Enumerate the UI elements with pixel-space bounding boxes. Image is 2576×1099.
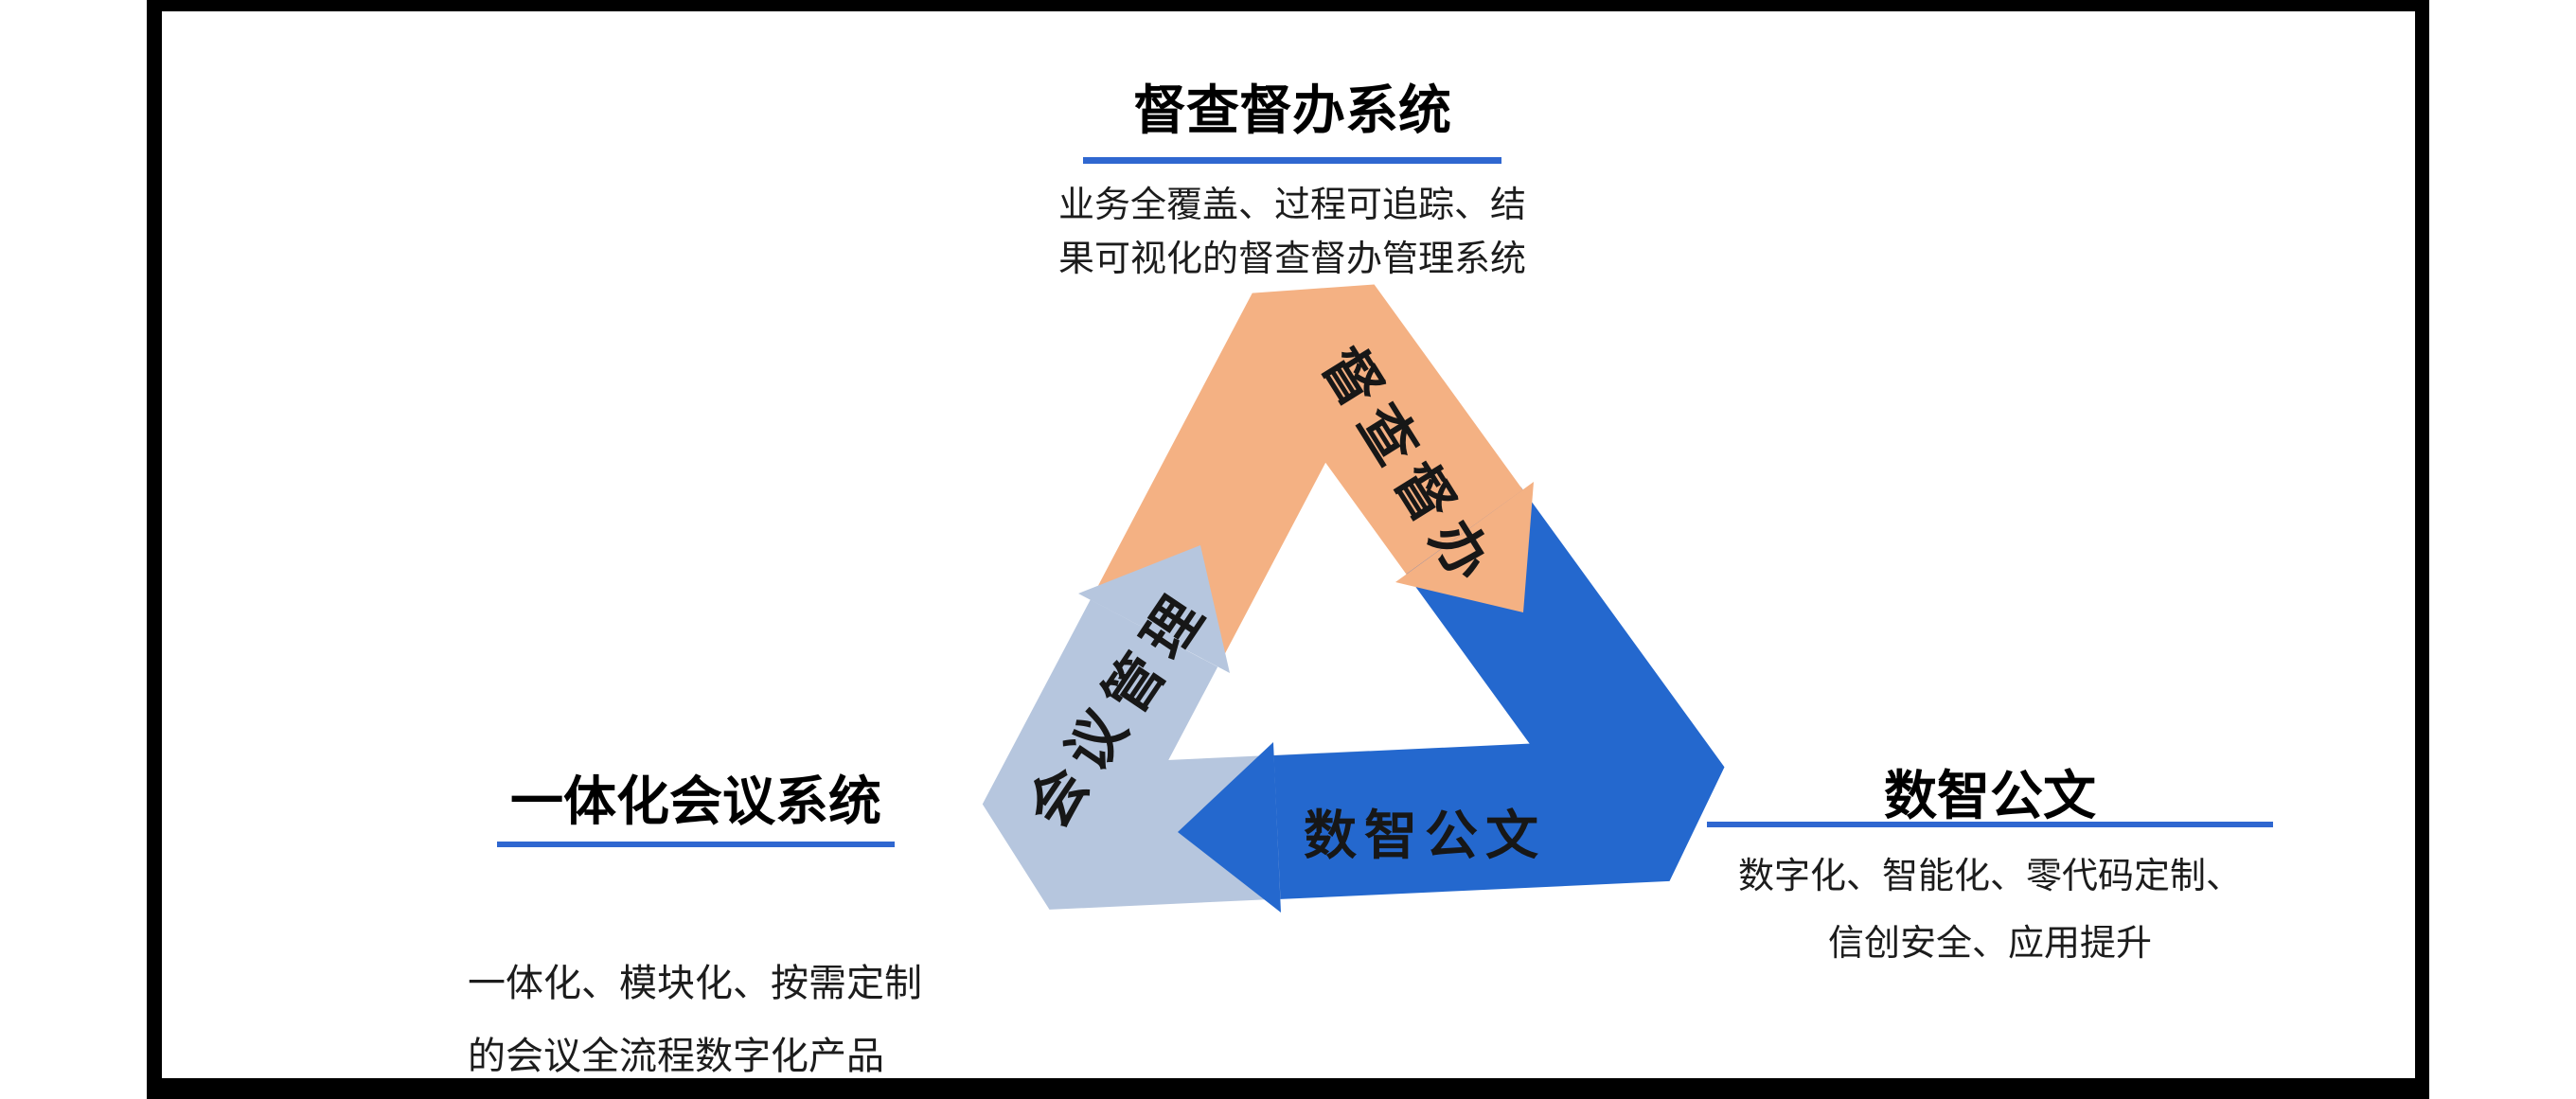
description-line: 业务全覆盖、过程可追踪、结 <box>1057 186 1526 225</box>
left-system-divider <box>497 842 895 847</box>
document-arrow-label: 数智公文 <box>1304 807 1546 866</box>
description-line: 数字化、智能化、零代码定制、 <box>1737 857 2242 896</box>
description-line: 的会议全流程数字化产品 <box>468 1035 884 1077</box>
top-system-description: 业务全覆盖、过程可追踪、结 果可视化的督查督办管理系统 <box>1018 179 1567 287</box>
right-system-title: 数智公文 <box>1884 766 2096 825</box>
description-line: 信创安全、应用提升 <box>1827 924 2152 964</box>
supervision-arrow-body <box>1093 284 1523 663</box>
top-system-title: 督查督办系统 <box>1133 80 1451 140</box>
right-system-divider <box>1707 822 2273 827</box>
left-system-title: 一体化会议系统 <box>510 771 881 831</box>
right-system-description: 数字化、智能化、零代码定制、 信创安全、应用提升 <box>1687 843 2293 978</box>
top-system-divider <box>1083 157 1501 164</box>
meeting-arrow-head <box>1078 545 1230 673</box>
supervision-arrow-head <box>1395 482 1534 612</box>
left-system-description: 一体化、模块化、按需定制 的会议全流程数字化产品 <box>468 947 960 1092</box>
description-line: 果可视化的督查督办管理系统 <box>1057 239 1526 279</box>
document-arrow-head <box>1178 742 1281 913</box>
document-arrow-body <box>1273 487 1725 899</box>
slide-frame-border <box>147 0 2429 1099</box>
description-line: 一体化、模块化、按需定制 <box>468 962 922 1004</box>
